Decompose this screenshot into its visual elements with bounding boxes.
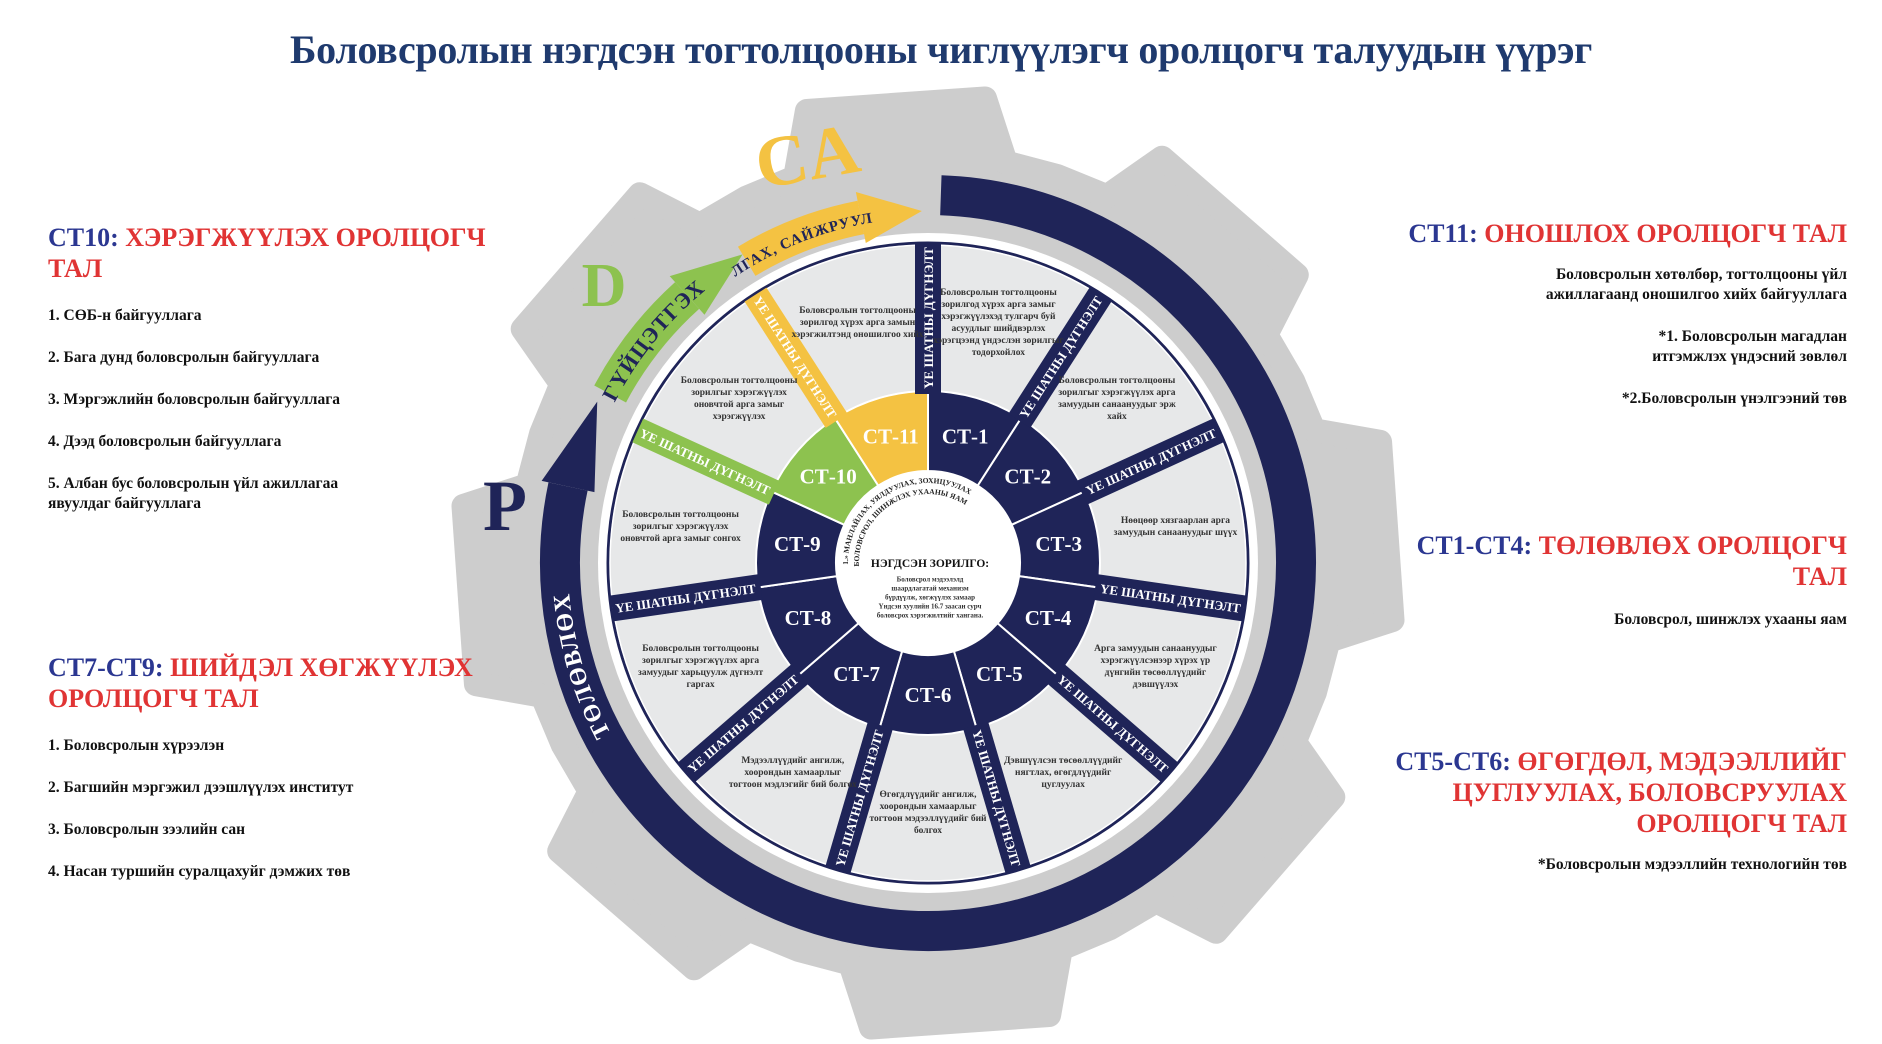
list-item: *Боловсролын мэдээллийн технологийн төв [1537, 856, 1847, 873]
sector-label: СТ-9 [774, 532, 821, 556]
sector-label: СТ-10 [800, 465, 857, 489]
stage-review-band [632, 418, 780, 505]
panel-heading: СТ10: ХЭРЭГЖҮҮЛЭХ ОРОЛЦОГЧ ТАЛ [48, 223, 486, 283]
sector-label: СТ-5 [976, 662, 1023, 686]
plan-arrow-ring [540, 175, 1316, 951]
stage-review-band [610, 574, 763, 622]
stage-review-band [744, 287, 848, 428]
panel-ct5-ct6: СТ5-СТ6: ӨГӨГДӨЛ, МЭДЭЭЛЛИЙГ ЦУГЛУУЛАХ, … [1367, 746, 1847, 875]
sector-description-СТ-8: Боловсролын тогтолцооны зорилгыг хэрэгжү… [638, 643, 764, 690]
sector-description-СТ-11: Боловсролын тогтолцооны зорилгод хүрэх а… [791, 306, 924, 341]
list-item: Боловсролын хөтөлбөр, тогтолцооны үйл аж… [1545, 266, 1847, 303]
center-goal-text: Боловсрол мэдээлэлд шаардлагатай механиз… [876, 575, 984, 620]
list-item: 4. Дээд боловсролын байгууллага [48, 433, 282, 450]
sector-description-СТ-2: Боловсролын тогтолцооны зорилгыг хэрэгжү… [1058, 376, 1176, 423]
list-item: Боловсрол, шинжлэх ухааны яам [1614, 611, 1847, 628]
do-arrowhead [669, 254, 743, 315]
sector-label: СТ-11 [863, 424, 919, 448]
sector-label: СТ-4 [1025, 606, 1072, 630]
band-group: ҮЕ ШАТНЫ ДҮГНЭЛТ [915, 244, 941, 394]
sector-label: СТ-2 [1004, 465, 1051, 489]
list-item: 3. Мэргэжлийн боловсролын байгууллага [48, 391, 340, 408]
do-arrow [594, 282, 700, 403]
sector-description-СТ-4: Арга замуудын санаануудыг хэрэгжүүлсэнээ… [1094, 643, 1217, 690]
panel-ct7-ct9: СТ7-СТ9: ШИЙДЭЛ ХӨГЖҮҮЛЭХ ОРОЛЦОГЧ ТАЛ 1… [48, 652, 518, 882]
stage-review-band [1076, 418, 1224, 505]
stage-review-band [915, 244, 941, 394]
sector-label: СТ-6 [905, 683, 952, 707]
check-arrow [737, 200, 865, 276]
list-item: 4. Насан туршийн суралцахуйг дэмжих төв [48, 863, 351, 880]
do-letter: D [582, 252, 627, 320]
stage-review-band [1047, 663, 1178, 782]
list-item: 2. Багшийн мэргэжил дээшлүүлэх институт [48, 779, 354, 796]
panel-ct1-ct4: СТ1-СТ4: ТӨЛӨВЛӨХ ОРОЛЦОГЧ ТАЛ Боловсрол… [1387, 530, 1847, 630]
list-item: *2.Боловсролын үнэлгээний төв [1621, 390, 1847, 407]
sector-label: СТ-7 [833, 662, 880, 686]
panel-heading: СТ7-СТ9: ШИЙДЭЛ ХӨГЖҮҮЛЭХ ОРОЛЦОГЧ ТАЛ [48, 653, 473, 713]
sector-label: СТ-8 [785, 606, 832, 630]
sector-description-СТ-7: Мэдээллүүдийг ангилж, хоорондын хамаарлы… [728, 756, 857, 791]
panel-heading: СТ1-СТ4: ТӨЛӨВЛӨХ ОРОЛЦОГЧ ТАЛ [1416, 531, 1847, 591]
list-item: 2. Бага дунд боловсролын байгууллага [48, 349, 320, 366]
sector-label: СТ-3 [1035, 532, 1082, 556]
sector-description-СТ-10: Боловсролын тогтолцооны зорилгыг хэрэгжү… [680, 376, 798, 423]
list-item: 1. СӨБ-н байгууллага [48, 307, 202, 324]
stage-review-band [1093, 574, 1246, 622]
panel-heading: СТ11: ОНОШЛОХ ОРОЛЦОГЧ ТАЛ [1408, 219, 1847, 248]
panel-ct10: СТ10: ХЭРЭГЖҮҮЛЭХ ОРОЛЦОГЧ ТАЛ 1. СӨБ-н … [48, 222, 518, 514]
panel-ct11: СТ11: ОНОШЛОХ ОРОЛЦОГЧ ТАЛ Боловсролын х… [1387, 218, 1847, 409]
check-act-letters: CA [749, 108, 865, 205]
stage-review-band [963, 721, 1031, 873]
list-item: 1. Боловсролын хүрээлэн [48, 737, 225, 754]
sector-description-СТ-5: Дэвшүүлсэн төсөөллүүдийг нягтлах, өгөгдл… [1004, 756, 1123, 791]
stage-review-band [825, 721, 893, 873]
stage-review-band [678, 663, 809, 782]
center-heading: НЭГДСЭН ЗОРИЛГО: [871, 558, 989, 570]
stage-review-label: ҮЕ ШАТНЫ ДҮГНЭЛТ [921, 247, 936, 389]
page-title: Боловсролын нэгдсэн тогтолцооны чиглүүлэ… [290, 27, 1592, 72]
plan-letter: P [483, 466, 527, 546]
sector-description-СТ-1: Боловсролын тогтолцооны зорилгод хүрэх а… [933, 288, 1064, 359]
list-item: 3. Боловсролын зээлийн сан [48, 821, 246, 838]
list-item: *1. Боловсролын магадлан итгэмжлэх үндэс… [1652, 328, 1847, 365]
sector-description-СТ-9: Боловсролын тогтолцооны зорилгыг хэрэгжү… [620, 510, 741, 545]
plan-arrowhead [541, 401, 598, 493]
panel-heading: СТ5-СТ6: ӨГӨГДӨЛ, МЭДЭЭЛЛИЙГ ЦУГЛУУЛАХ, … [1395, 747, 1847, 838]
center-circle [836, 471, 1020, 655]
sector-label: СТ-1 [942, 424, 989, 448]
stage-review-band [1008, 287, 1112, 428]
check-arrowhead [855, 191, 922, 243]
list-item: 5. Албан бус боловсролын үйл ажиллагаа я… [48, 475, 339, 512]
sector-description-СТ-3: Нөөцөөр хязгаарлан арга замуудын санаану… [1113, 516, 1238, 539]
sector-description-СТ-6: Өгөгдлүүдийг ангилж, хоорондын хамаарлыг… [869, 790, 987, 836]
